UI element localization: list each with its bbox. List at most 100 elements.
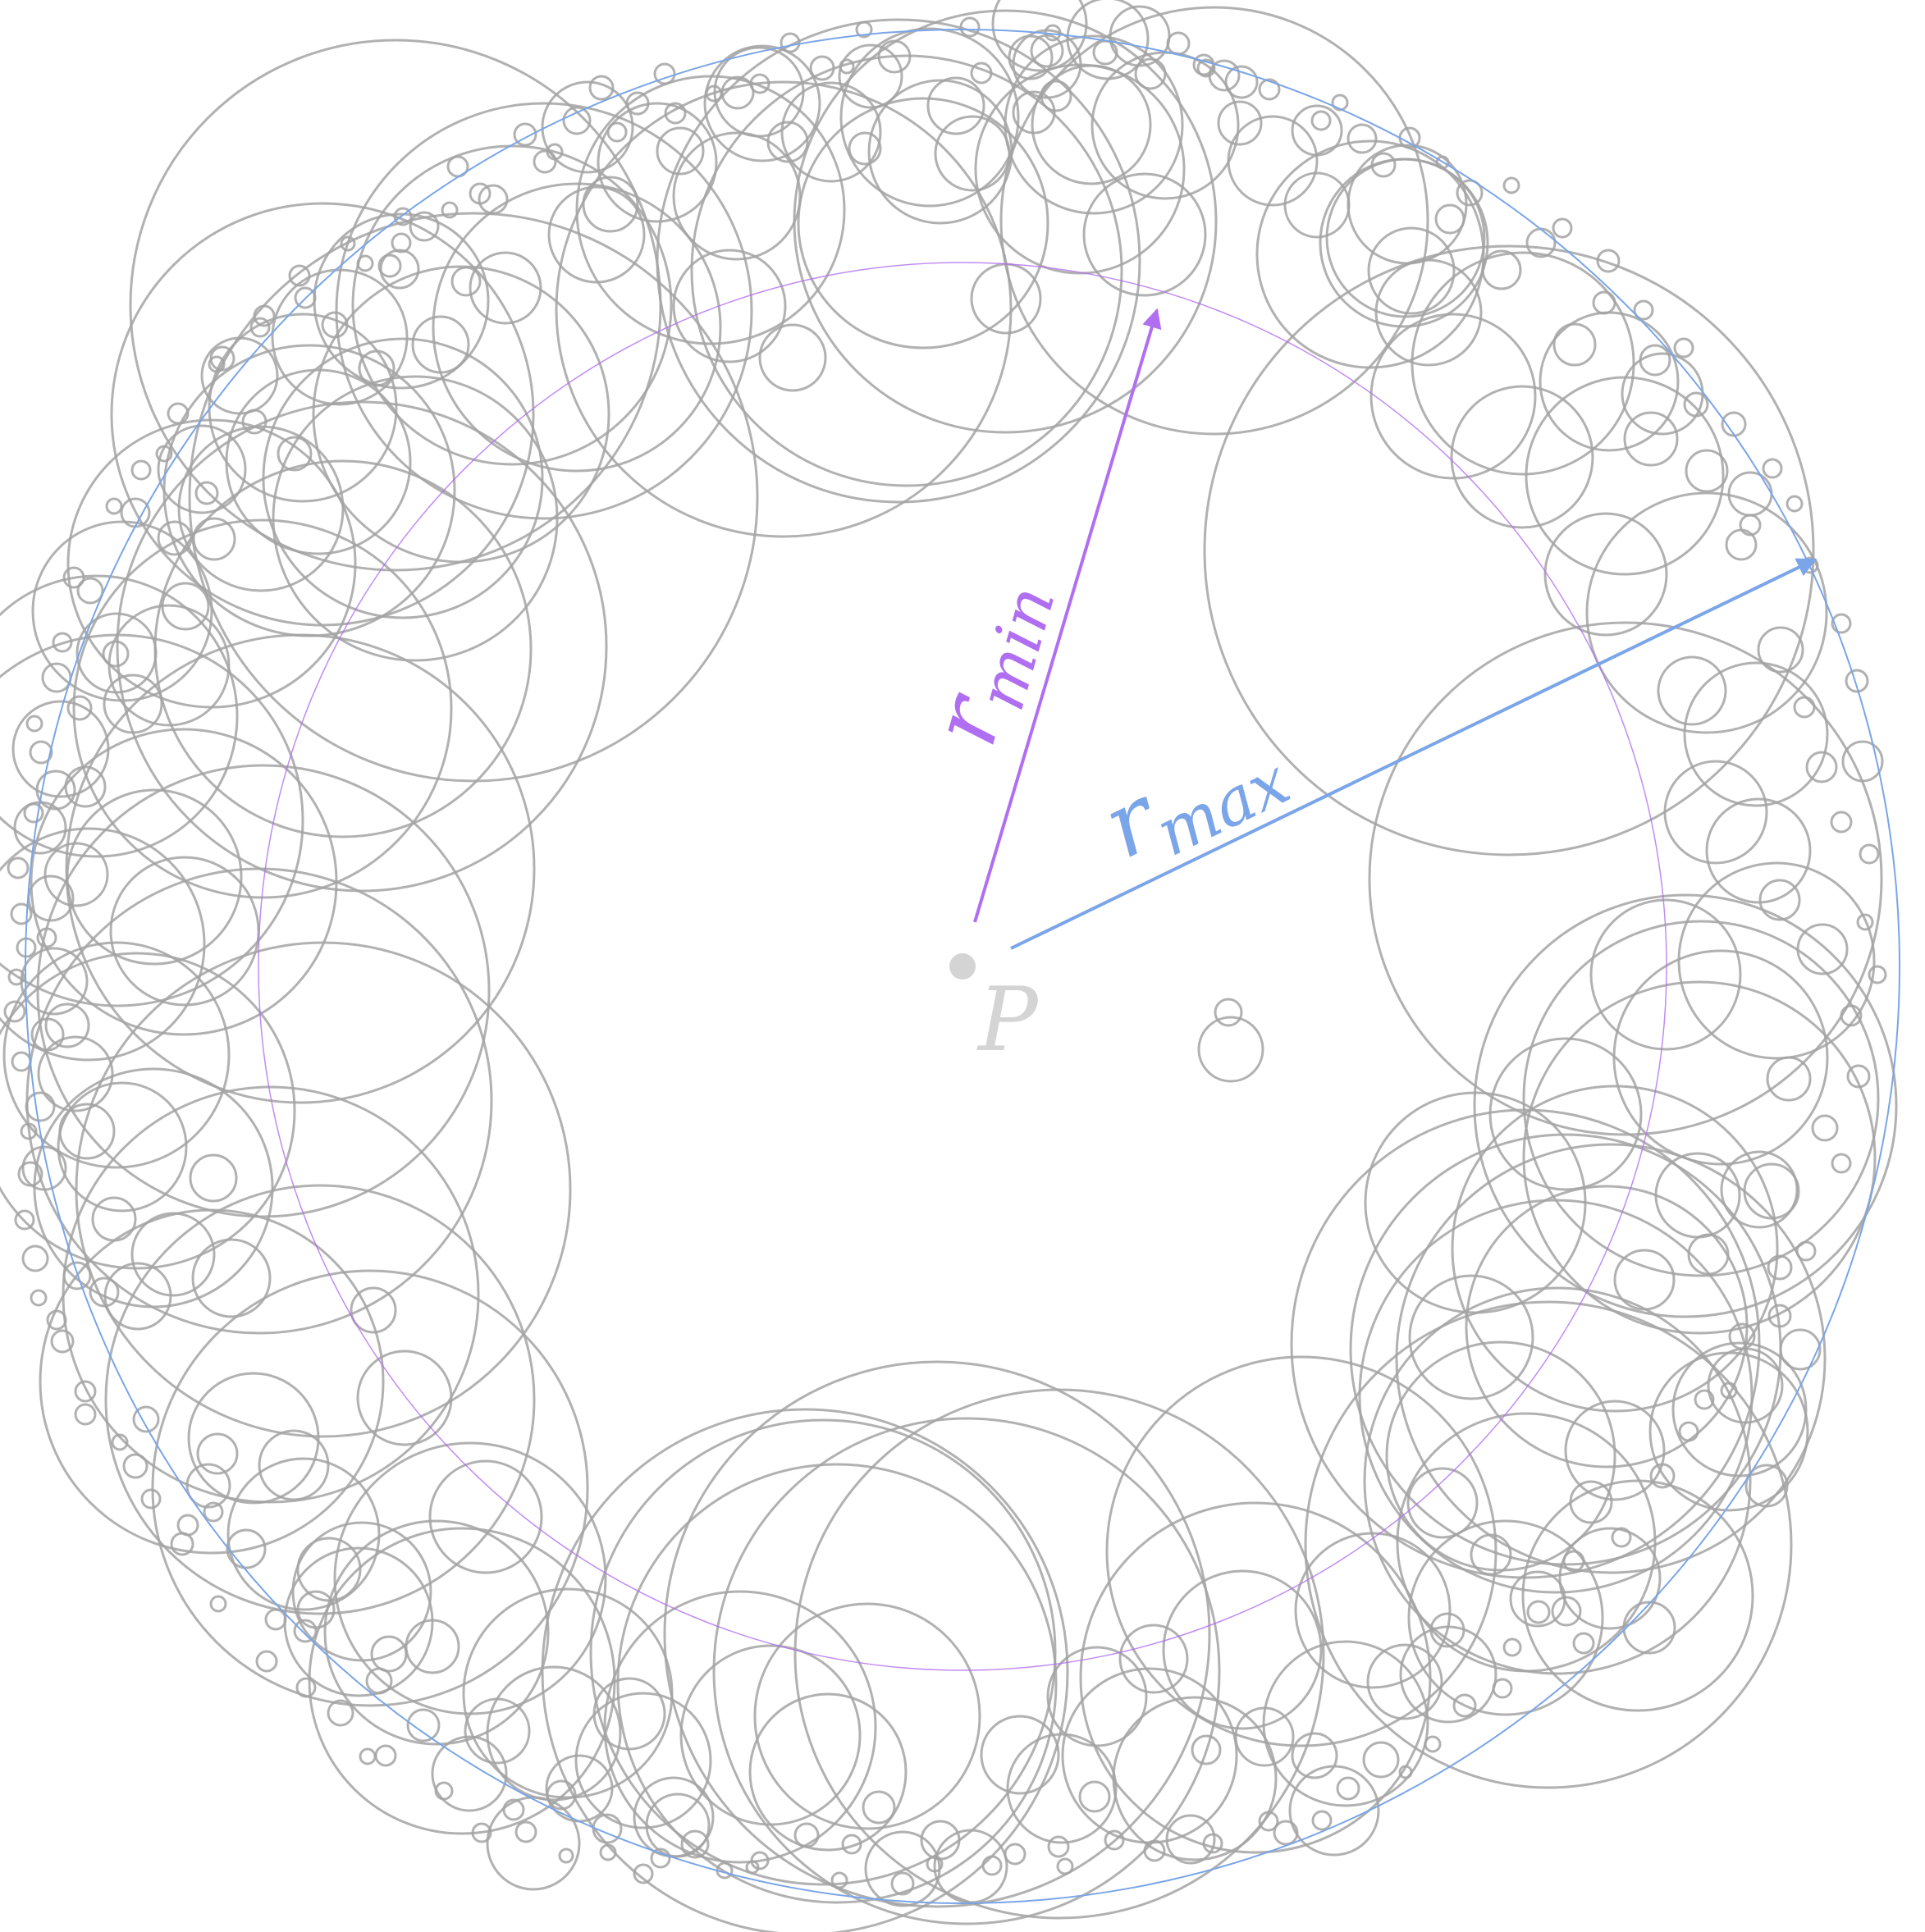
packed-circle (1526, 1600, 1551, 1624)
packed-circle (606, 121, 628, 143)
center-point-icon (949, 953, 976, 980)
packed-circle (62, 566, 85, 589)
packed-circle (17, 1161, 43, 1187)
packed-circle (29, 740, 53, 765)
packed-circle (1214, 998, 1243, 1027)
packed-circle (758, 323, 827, 392)
packed-circle (130, 1212, 216, 1297)
min-radius-label: rmin (911, 567, 1070, 760)
packed-circle (1434, 203, 1465, 235)
packed-circle (31, 520, 213, 702)
packed-circle (1109, 5, 1171, 67)
packed-circle (486, 1665, 622, 1802)
packed-circle (1492, 1678, 1513, 1699)
packed-circle (21, 1245, 49, 1272)
packed-circle (1258, 78, 1281, 101)
packed-circle (188, 212, 759, 783)
packed-circle (1325, 158, 1486, 318)
packed-circle (294, 286, 317, 309)
packed-circle (1208, 59, 1241, 92)
packed-circle (1046, 1646, 1148, 1747)
packed-circle (358, 349, 396, 387)
packed-circle (838, 43, 903, 109)
packed-circle (64, 765, 107, 808)
packed-circle (650, 1848, 671, 1869)
packed-circle (1767, 1254, 1793, 1281)
packed-circle (1105, 1355, 1497, 1747)
packed-circle (867, 79, 1013, 225)
packed-circle (62, 1261, 92, 1290)
packed-circle (30, 1289, 48, 1307)
packed-circle (89, 1277, 120, 1308)
packed-circle (588, 75, 615, 101)
packed-circle (663, 1360, 1211, 1908)
packed-circle (335, 102, 753, 520)
packed-circle (1192, 53, 1215, 76)
packed-circle (1786, 495, 1804, 513)
packed-circle (862, 1790, 896, 1825)
packed-circle (35, 770, 76, 811)
packed-circle (1191, 1734, 1222, 1765)
packed-circle (1165, 1814, 1216, 1865)
packed-circle (1744, 1464, 1789, 1508)
packed-circle (1623, 411, 1679, 467)
packed-circle (111, 1433, 129, 1451)
packed-circle (809, 55, 835, 81)
packed-circle (1082, 172, 1207, 297)
packed-circle (1663, 760, 1768, 865)
packed-circle (514, 1820, 537, 1843)
packed-circle (1197, 1016, 1264, 1083)
packed-circle (1766, 1056, 1812, 1102)
packed-circle (1196, 58, 1216, 78)
packed-circle (74, 1380, 97, 1403)
packed-circle (7, 968, 25, 986)
packed-circle (703, 44, 821, 162)
packed-circle (140, 1488, 162, 1510)
packed-circle (469, 182, 492, 205)
packed-circle (1217, 100, 1263, 146)
packed-circle (21, 1145, 67, 1191)
packed-circle (262, 337, 544, 619)
packed-circle (72, 518, 453, 899)
packed-circle (1258, 1811, 1279, 1832)
packed-circle (1435, 155, 1450, 170)
packed-circle (11, 700, 110, 798)
packed-circle (1840, 1004, 1863, 1027)
packed-circle (340, 235, 356, 252)
packed-circle (333, 1441, 607, 1715)
packed-circle (599, 1843, 617, 1861)
packed-circle (1112, 1696, 1278, 1861)
packed-circle (167, 402, 190, 425)
packed-circle (1564, 1400, 1666, 1501)
packed-circle (1451, 1085, 1779, 1413)
packed-circle (241, 409, 267, 435)
packed-circle (1767, 1304, 1792, 1328)
packed-circle (1683, 661, 1829, 807)
packed-circle (1846, 1064, 1871, 1089)
packed-circle (1456, 179, 1484, 207)
packed-circle (1572, 1632, 1595, 1655)
packed-circle (43, 842, 109, 907)
packed-circle (11, 1051, 32, 1072)
packed-circle (653, 62, 676, 85)
packed-circle (0, 952, 296, 1270)
packed-circle (103, 674, 163, 734)
packed-circle (1859, 843, 1880, 865)
packed-circle (855, 21, 873, 39)
min-radius-label-sub: min (962, 578, 1070, 719)
packed-circle (203, 1501, 224, 1523)
packed-circle (980, 1715, 1060, 1795)
packed-circle (44, 1003, 90, 1048)
packed-circle (890, 1871, 915, 1896)
packed-circle (672, 249, 787, 363)
packed-circle (486, 1796, 581, 1891)
packed-circle (1622, 1601, 1676, 1655)
packed-circle (633, 1863, 654, 1884)
packed-circle (350, 1286, 397, 1334)
packed-circle (974, 63, 1186, 275)
packed-circle (1502, 1637, 1522, 1657)
packed-circle (1678, 1421, 1699, 1442)
packed-circle (208, 355, 226, 373)
packed-circle (1795, 1240, 1817, 1262)
